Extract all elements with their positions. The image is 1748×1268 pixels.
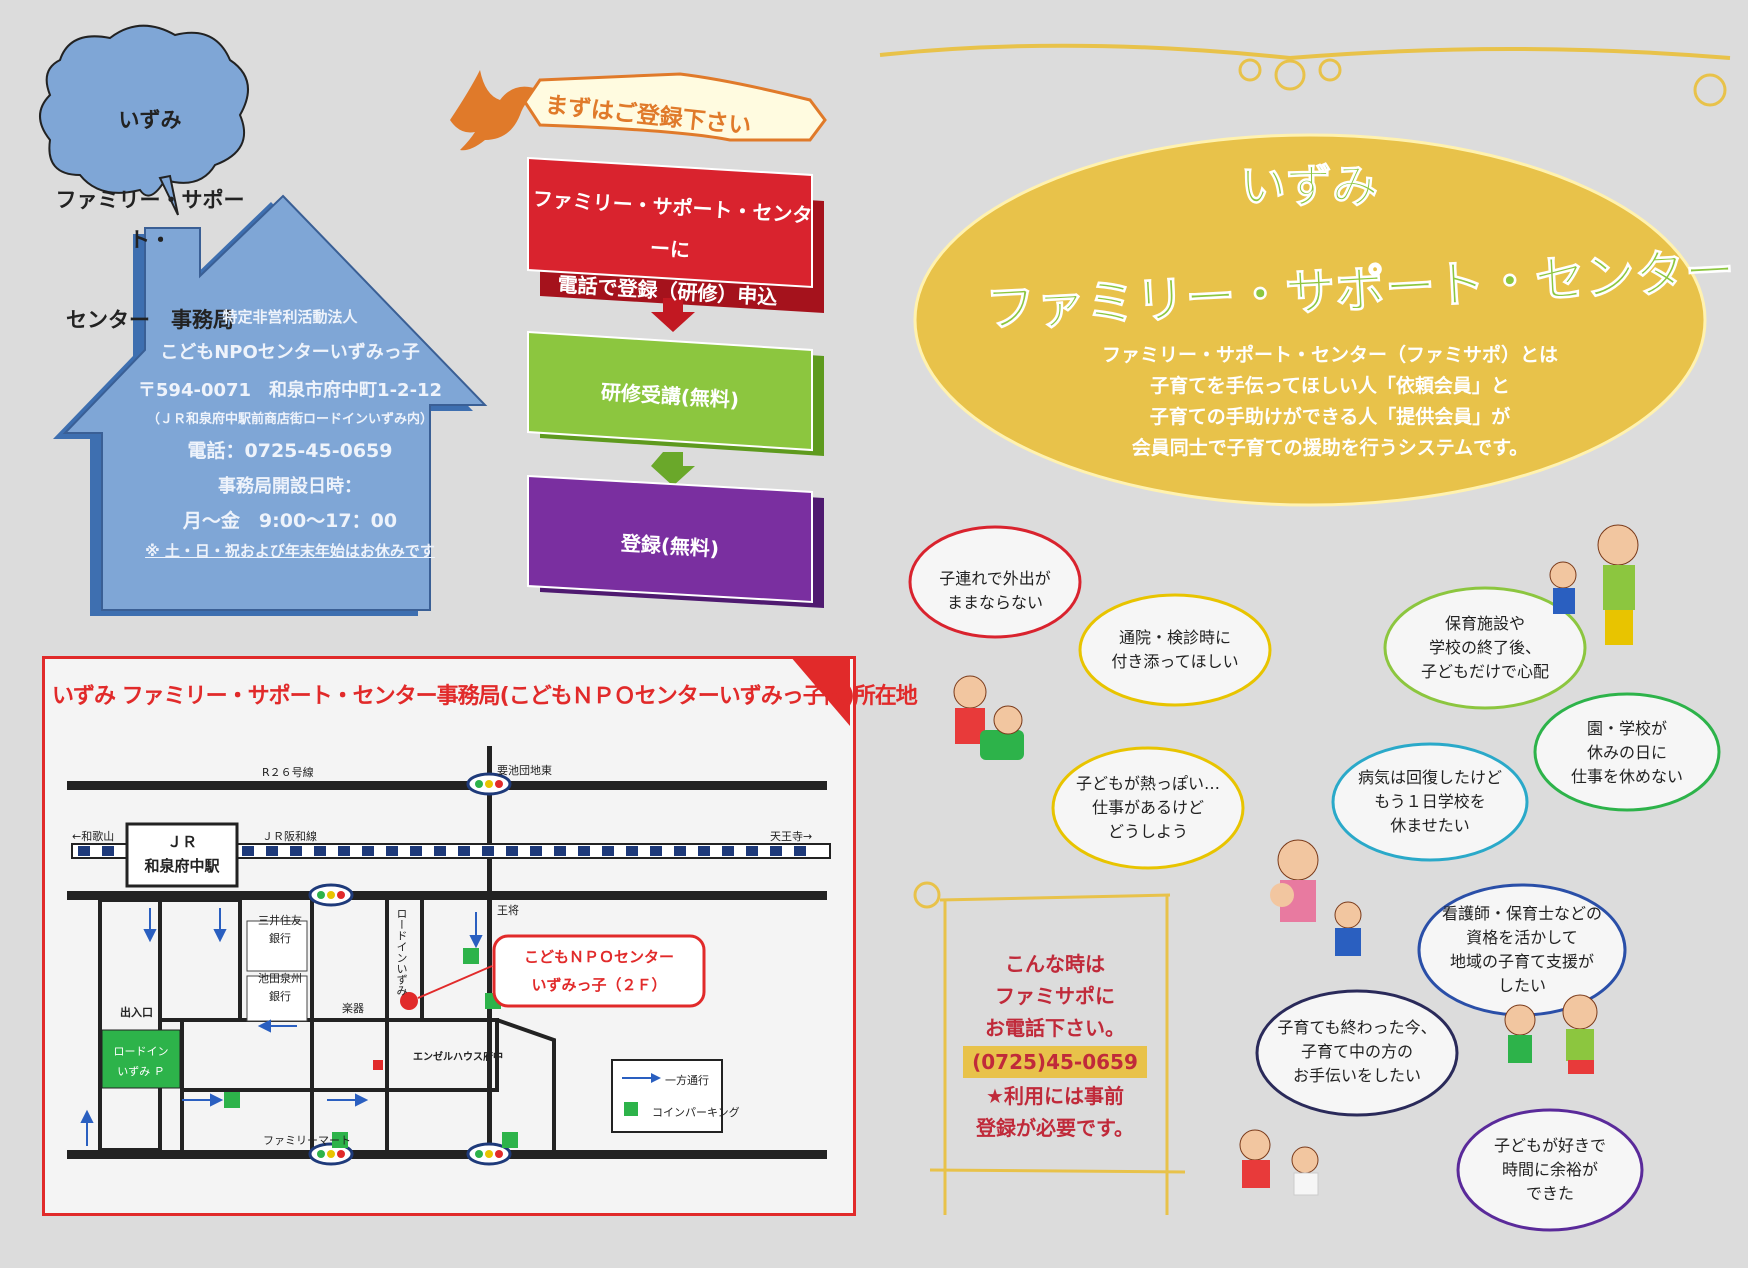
- label-familymart: ファミリーマート: [263, 1134, 351, 1147]
- bubble-outline: [1331, 742, 1529, 862]
- bubble-text: 病気は回復したけど もう１日学校を 休ませたい: [1357, 768, 1502, 835]
- hours: 月～金 9:00～17：00: [182, 510, 398, 532]
- step-box-2: [527, 330, 824, 456]
- flow-graphic: [450, 70, 827, 608]
- location-marker: [400, 992, 418, 1010]
- location-callout: [492, 934, 706, 1008]
- hero-ellipse: [913, 133, 1707, 507]
- bubble-outline: [1533, 692, 1721, 812]
- step-box-1: [527, 156, 824, 313]
- org-type: 特定非営利活動法人: [222, 308, 358, 326]
- sign-phone: (0725)45-0659: [963, 1046, 1147, 1078]
- sign-note: ★利用には事前 登録が必要です。: [976, 1084, 1134, 1140]
- sign-line: ファミサポに: [995, 984, 1115, 1008]
- arrow-down-icon: [651, 298, 695, 332]
- bubble-outline: [1051, 746, 1245, 870]
- step-1-text: ファミリー・サポート・センターに 電話で登録（研修）申込: [532, 186, 814, 310]
- mother-stroller-illustration: [953, 675, 1024, 760]
- bubble-text: 子育ても終わった今、 子育て中の方の お手伝いをしたい: [1277, 1018, 1437, 1085]
- street-map: [67, 746, 831, 1166]
- location-callout-text: こどもＮＰＯセンター いずみっ子（２Ｆ）: [523, 948, 674, 994]
- address-note: （ＪＲ和泉府中駅前商店街ロードインいずみ内）: [146, 412, 433, 427]
- sign-frame: [913, 881, 1186, 1215]
- description-line: ファミリー・サポート・センター（ファミサポ）とは: [1101, 344, 1558, 366]
- roadin-parking: [101, 1029, 181, 1089]
- ornament-vine: [879, 43, 1731, 61]
- sign-line: こんな時は: [1005, 952, 1105, 976]
- arrow-down-icon: [651, 452, 695, 486]
- label-wakayama: ←和歌山: [72, 830, 115, 843]
- bubble-text: 子どもが熱っぽい… 仕事があるけど どうしよう: [1075, 774, 1220, 841]
- bubble-text: 子連れで外出が ままならない: [939, 569, 1051, 612]
- bubble-text: 園・学校が 休みの日に 仕事を休めない: [1570, 719, 1683, 786]
- mother-children-illustration: [1270, 839, 1362, 956]
- step-box-3: [527, 474, 824, 608]
- label-oushou: 王将: [497, 904, 519, 917]
- description-line: 子育てを手伝ってほしい人「依頼会員」と: [1150, 375, 1510, 397]
- label-ikeda: 池田泉州 銀行: [258, 972, 302, 1003]
- label-tennoji: 天王寺→: [770, 830, 813, 843]
- station-box: [125, 822, 239, 888]
- hero-graphic: [879, 43, 1731, 507]
- map-title: いずみ ファミリー・サポート・センター事務局(こどもＮＰＯセンターいずみっ子内)…: [52, 684, 918, 709]
- label-youchi: 要池団地東: [497, 764, 552, 777]
- bubble-shapes: [908, 524, 1721, 1232]
- label-station: ＪＲ 和泉府中駅: [144, 833, 220, 875]
- label-angel: エンゼルハウス府中: [413, 1052, 503, 1063]
- bubble-text: 通院・検診時に 付き添ってほしい: [1111, 628, 1239, 671]
- bubble-outline: [1383, 586, 1587, 710]
- sign-text: こんな時は ファミサポに お電話下さい。 (0725)45-0659 ★利用には…: [955, 948, 1155, 1144]
- traffic-light-icon: [466, 1142, 512, 1166]
- bubble-text: 保育施設や 学校の終了後、 子どもだけで心配: [1420, 614, 1549, 681]
- bubble-text: 看護師・保育士などの 資格を活かして 地域の子育て支援が したい: [1441, 904, 1602, 995]
- banner-ribbon: [523, 72, 827, 142]
- cloud-line: ファミリー・サポート・: [55, 188, 245, 252]
- children-playing-illustration: [1504, 994, 1598, 1074]
- traffic-light-icon: [466, 772, 512, 796]
- label-road-in: ロードインいずみ: [395, 908, 408, 996]
- postal-address: 〒594-0071 和泉市府中町1-2-12: [137, 380, 443, 401]
- description-line: 子育ての手助けができる人「提供会員」が: [1149, 406, 1511, 428]
- bubble-outline: [1456, 1108, 1644, 1232]
- parking-icon: [224, 948, 518, 1148]
- sign-line: お電話下さい。: [985, 1016, 1125, 1040]
- cloud-line: センター 事務局: [66, 308, 234, 332]
- label-gakki: 楽器: [342, 1002, 364, 1015]
- traffic-light-icon: [308, 883, 354, 907]
- map-corner-tab: [790, 656, 850, 726]
- label-entrance: 出入口: [120, 1006, 153, 1019]
- traffic-light-icon: [308, 1142, 354, 1166]
- hero-description: ファミリー・サポート・センター（ファミサポ）とは 子育てを手伝ってほしい人「依頼…: [1000, 340, 1660, 464]
- bubble-outline: [1255, 989, 1459, 1117]
- father-child-illustration: [1549, 524, 1639, 645]
- cloud-title: いずみ ファミリー・サポート・ センター 事務局: [40, 60, 260, 380]
- house-graphic: [39, 24, 488, 616]
- org-name: こどもNPOセンターいずみっ子: [160, 342, 420, 363]
- bubble-text: 子どもが好きで 時間に余裕が できた: [1493, 1136, 1606, 1203]
- label-hanwa: ＪＲ阪和線: [262, 830, 317, 843]
- bird-icon: [450, 70, 540, 151]
- holiday-note: ※ 土・日・祝および年末年始はお休みです: [145, 542, 435, 560]
- description-line: 会員同士で子育ての援助を行うシステムです。: [1131, 437, 1529, 459]
- label-roadin-parking: ロードイン いずみ Ｐ: [113, 1045, 169, 1078]
- kids-illustration: [1239, 1129, 1319, 1196]
- label-r26: R２６号線: [262, 766, 314, 779]
- label-mitsui: 三井住友 銀行: [258, 914, 302, 945]
- legend-oneway: 一方通行: [665, 1074, 709, 1087]
- bubble-outline: [908, 525, 1082, 639]
- hero-title-top: いずみ: [1240, 159, 1379, 214]
- map-legend: [611, 1059, 723, 1133]
- phone: 電話：0725-45-0659: [187, 440, 393, 462]
- cloud-line: いずみ: [118, 108, 182, 132]
- hours-label: 事務局開設日時：: [218, 476, 362, 497]
- bubble-outline: [1078, 593, 1272, 707]
- legend-parking: コインパーキング: [652, 1106, 740, 1119]
